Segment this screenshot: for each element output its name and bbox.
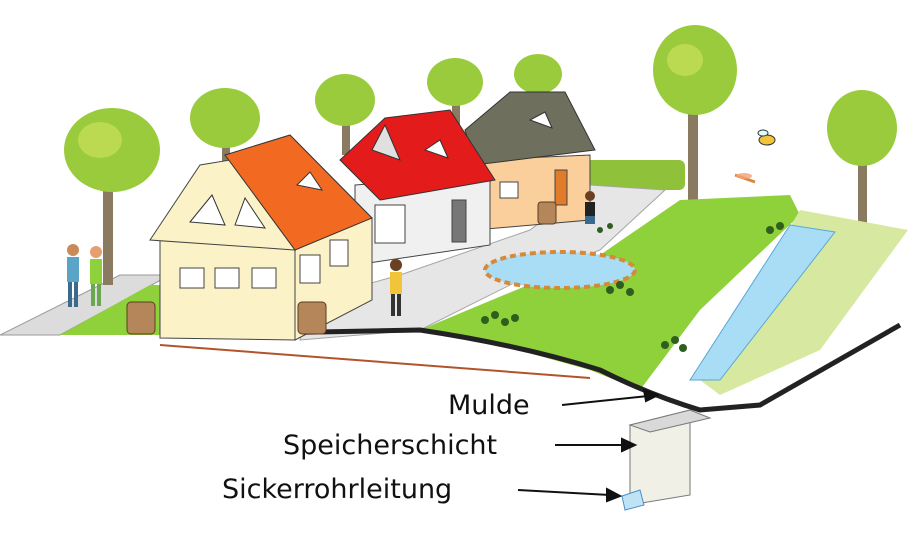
label-speicherschicht: Speicherschicht [283,430,497,461]
pond [485,252,635,288]
rain-barrel-1 [127,302,155,334]
arrow-sickerrohrleitung [518,490,610,495]
rain-barrel-3 [538,202,556,224]
arrow-mulde [562,396,648,405]
bee-icon [758,130,775,145]
label-sickerrohrleitung: Sickerrohrleitung [222,474,452,505]
person-back [585,191,595,224]
drain-pipe [622,490,644,510]
dragonfly-icon [735,173,755,182]
person-left-1 [67,244,79,307]
label-mulde: Mulde [448,390,530,421]
house-cream [150,135,372,340]
rain-barrel-2 [298,302,326,334]
